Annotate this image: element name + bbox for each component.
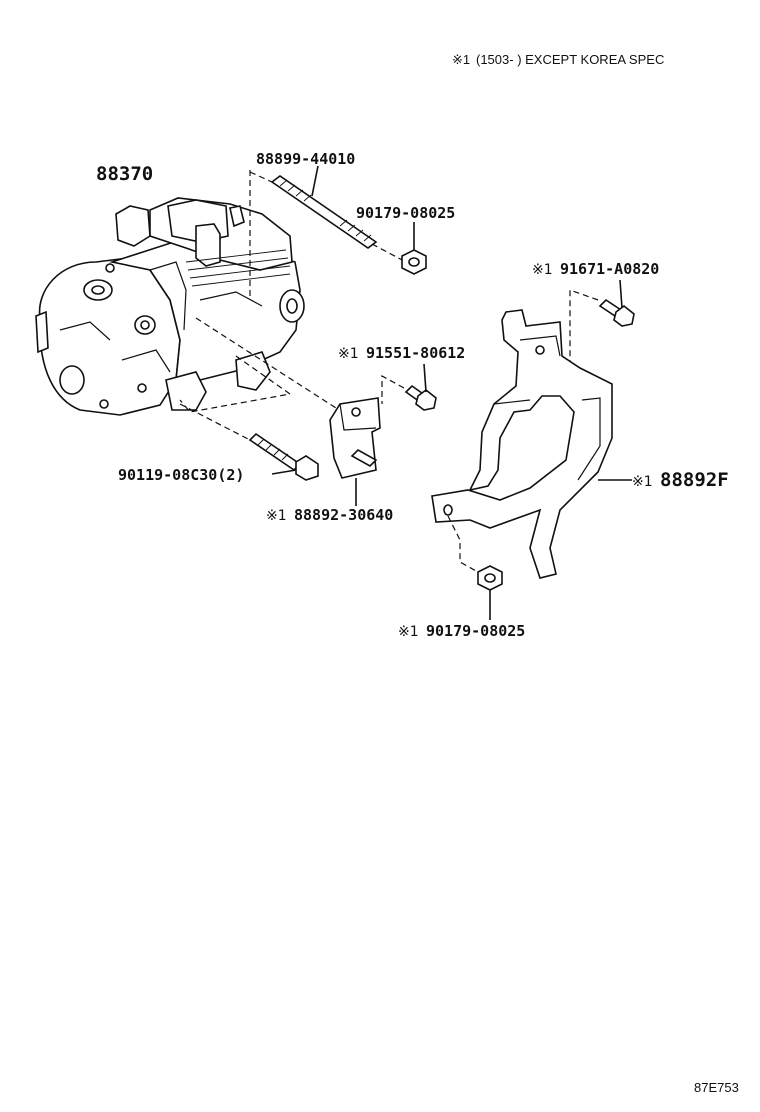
header-note: ※1 (1503- ) EXCEPT KOREA SPEC [452,52,664,67]
label-nut-lower: 90179-08025 [426,622,525,640]
marker-bracket-small: ※1 [266,508,287,524]
bolt-91671 [598,298,635,327]
header-note-marker: ※1 [452,52,470,67]
guide-stud-to-compressor [249,171,273,183]
label-bolt-90119: 90119-08C30(2) [118,466,244,484]
label-bracket-large: 88892F [660,469,729,491]
nut-upper [401,249,427,275]
marker-bolt-91671: ※1 [532,262,553,278]
bracket-small [329,397,381,479]
leader-bolt-91551 [423,363,427,393]
guide-bolt-91551 [381,374,405,404]
label-bolt-91551: 91551-80612 [366,344,465,362]
nut-lower [477,565,503,591]
leader-stud-bolt [311,165,319,197]
marker-bracket-large: ※1 [632,474,653,490]
guide-bolt-90119 [179,403,251,441]
label-nut-upper: 90179-08025 [356,204,455,222]
diagram-code: 87E753 [694,1080,739,1095]
label-bracket-small: 88892-30640 [294,506,393,524]
marker-nut-lower: ※1 [398,624,419,640]
leader-bolt-91671 [619,279,623,309]
bolt-90119 [248,432,319,481]
guide-compressor-mid [195,317,337,409]
compressor-illustration [35,197,305,416]
bolt-91551 [404,384,437,411]
stud-bolt [270,175,378,249]
label-compressor: 88370 [96,163,153,185]
guide-stud-to-nut [371,243,407,263]
bracket-large [431,309,613,579]
label-stud-bolt: 88899-44010 [256,150,355,168]
guide-bolt-91671 [569,289,599,370]
marker-bolt-91551: ※1 [338,346,359,362]
header-note-text: (1503- ) EXCEPT KOREA SPEC [476,52,664,67]
leader-bolt-90119 [271,469,297,475]
label-bolt-91671: 91671-A0820 [560,260,659,278]
guide-nut-lower [447,515,479,573]
